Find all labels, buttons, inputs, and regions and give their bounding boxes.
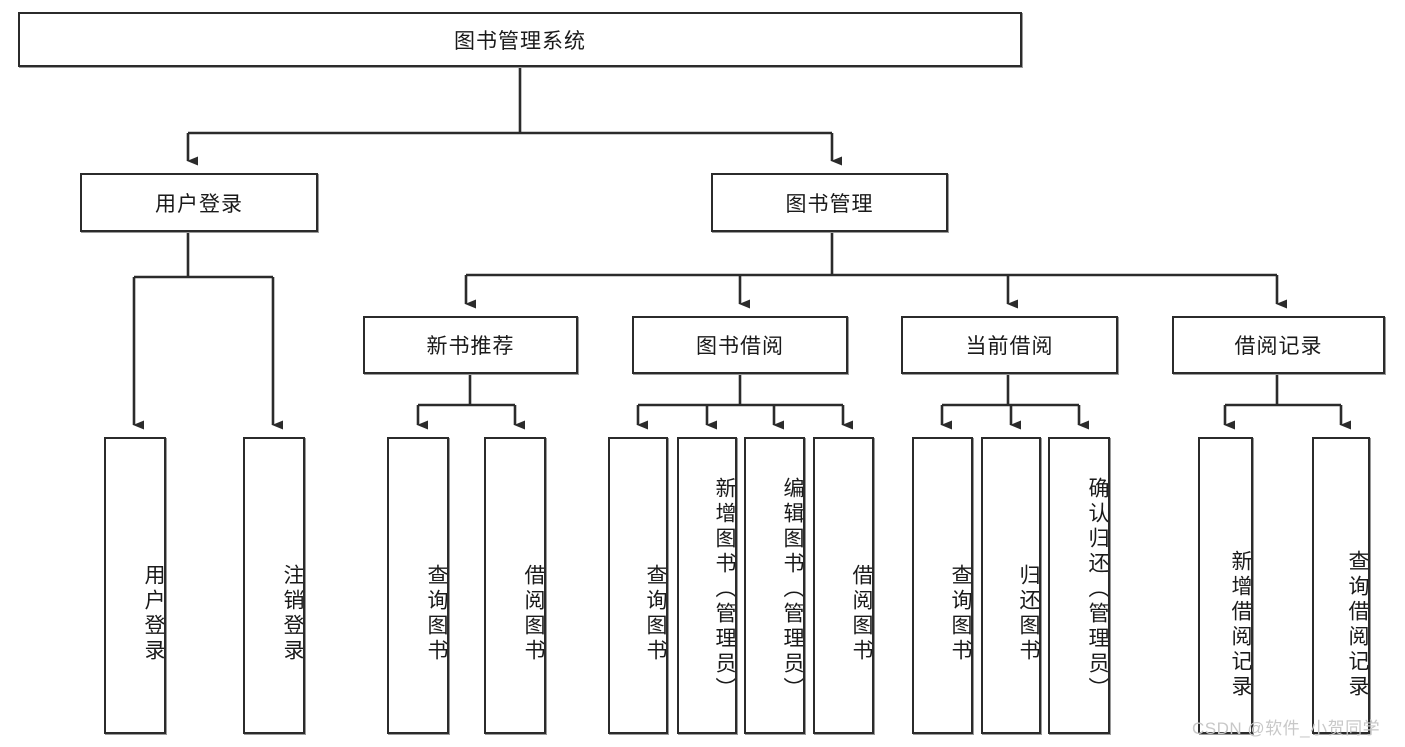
node-leaf-user-login[interactable]: 用户登录 [104,437,166,734]
node-level3-book-borrow[interactable]: 图书借阅 [632,316,848,374]
node-leaf-logout[interactable]: 注销登录 [243,437,305,734]
node-leaf-query-book-borrow[interactable]: 查询图书 [608,437,668,734]
node-leaf-borrow-book-recommend[interactable]: 借阅图书 [484,437,546,734]
node-level2-user-login[interactable]: 用户登录 [80,173,318,232]
node-leaf-borrow-book[interactable]: 借阅图书 [813,437,874,734]
node-leaf-query-book-recommend[interactable]: 查询图书 [387,437,449,734]
node-level3-new-book-recommend[interactable]: 新书推荐 [363,316,578,374]
node-level3-current-borrow[interactable]: 当前借阅 [901,316,1118,374]
node-level2-book-management[interactable]: 图书管理 [711,173,948,232]
node-leaf-query-book-current[interactable]: 查询图书 [912,437,973,734]
node-root[interactable]: 图书管理系统 [18,12,1022,67]
node-leaf-confirm-return-admin[interactable]: 确认归还（管理员） [1048,437,1110,734]
node-leaf-edit-book-admin[interactable]: 编辑图书（管理员） [744,437,805,734]
node-leaf-add-book-admin[interactable]: 新增图书（管理员） [677,437,737,734]
csdn-watermark: CSDN @软件_小贺同学 [1192,719,1381,738]
node-level3-borrow-record[interactable]: 借阅记录 [1172,316,1385,374]
node-leaf-add-borrow-record[interactable]: 新增借阅记录 [1198,437,1253,734]
node-leaf-query-borrow-record[interactable]: 查询借阅记录 [1312,437,1370,734]
node-leaf-return-book[interactable]: 归还图书 [981,437,1041,734]
